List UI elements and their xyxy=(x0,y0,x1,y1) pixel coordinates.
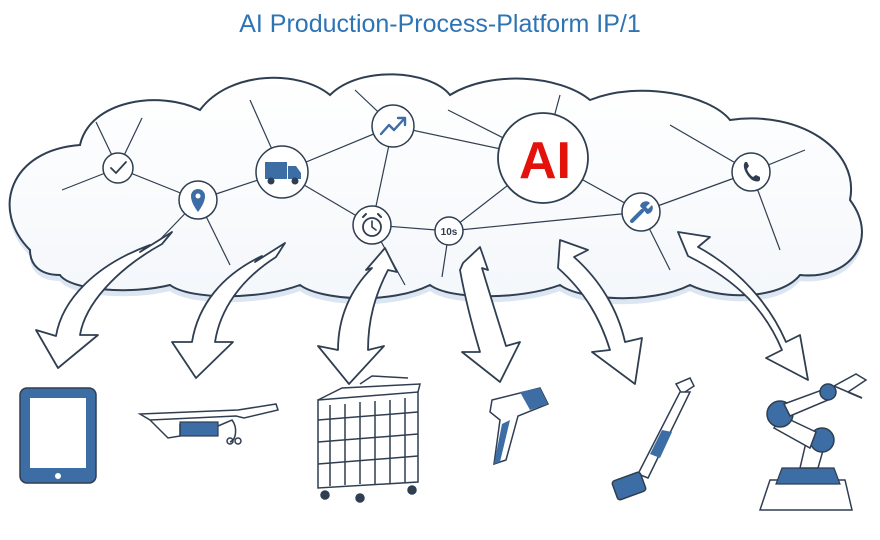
arrow-scanner xyxy=(459,246,521,383)
barcode-scanner-device xyxy=(489,387,550,466)
arrow-robot xyxy=(677,231,809,381)
arrow-cart xyxy=(317,247,398,385)
network-nodes: 10s AI xyxy=(102,104,771,246)
cloud-outline xyxy=(8,73,863,300)
checkmark-icon xyxy=(102,152,134,184)
arrow-screwdriver xyxy=(557,239,643,385)
location-pin-icon xyxy=(178,180,218,220)
ai-center-node: AI xyxy=(497,112,589,204)
truck-icon xyxy=(255,145,309,199)
cloud xyxy=(8,73,863,305)
shelf-cart-device xyxy=(317,375,421,503)
timer-label: 10s xyxy=(441,227,458,238)
phone-icon xyxy=(731,152,771,192)
robot-arm-device xyxy=(758,373,868,511)
timer-icon: 10s xyxy=(434,216,464,246)
tablet-device xyxy=(19,387,97,484)
trend-chart-icon xyxy=(371,104,415,148)
wrench-icon xyxy=(621,192,661,232)
arrow-tablet xyxy=(35,231,173,369)
diagram-title: AI Production-Process-Platform IP/1 xyxy=(239,10,641,38)
alarm-clock-icon xyxy=(352,205,392,245)
ai-label: AI xyxy=(519,132,571,190)
devices xyxy=(19,373,868,511)
arrow-glasses xyxy=(171,242,286,379)
smart-glasses-device xyxy=(137,403,279,445)
screwdriver-device xyxy=(611,377,695,501)
data-flow-arrows xyxy=(35,231,809,385)
